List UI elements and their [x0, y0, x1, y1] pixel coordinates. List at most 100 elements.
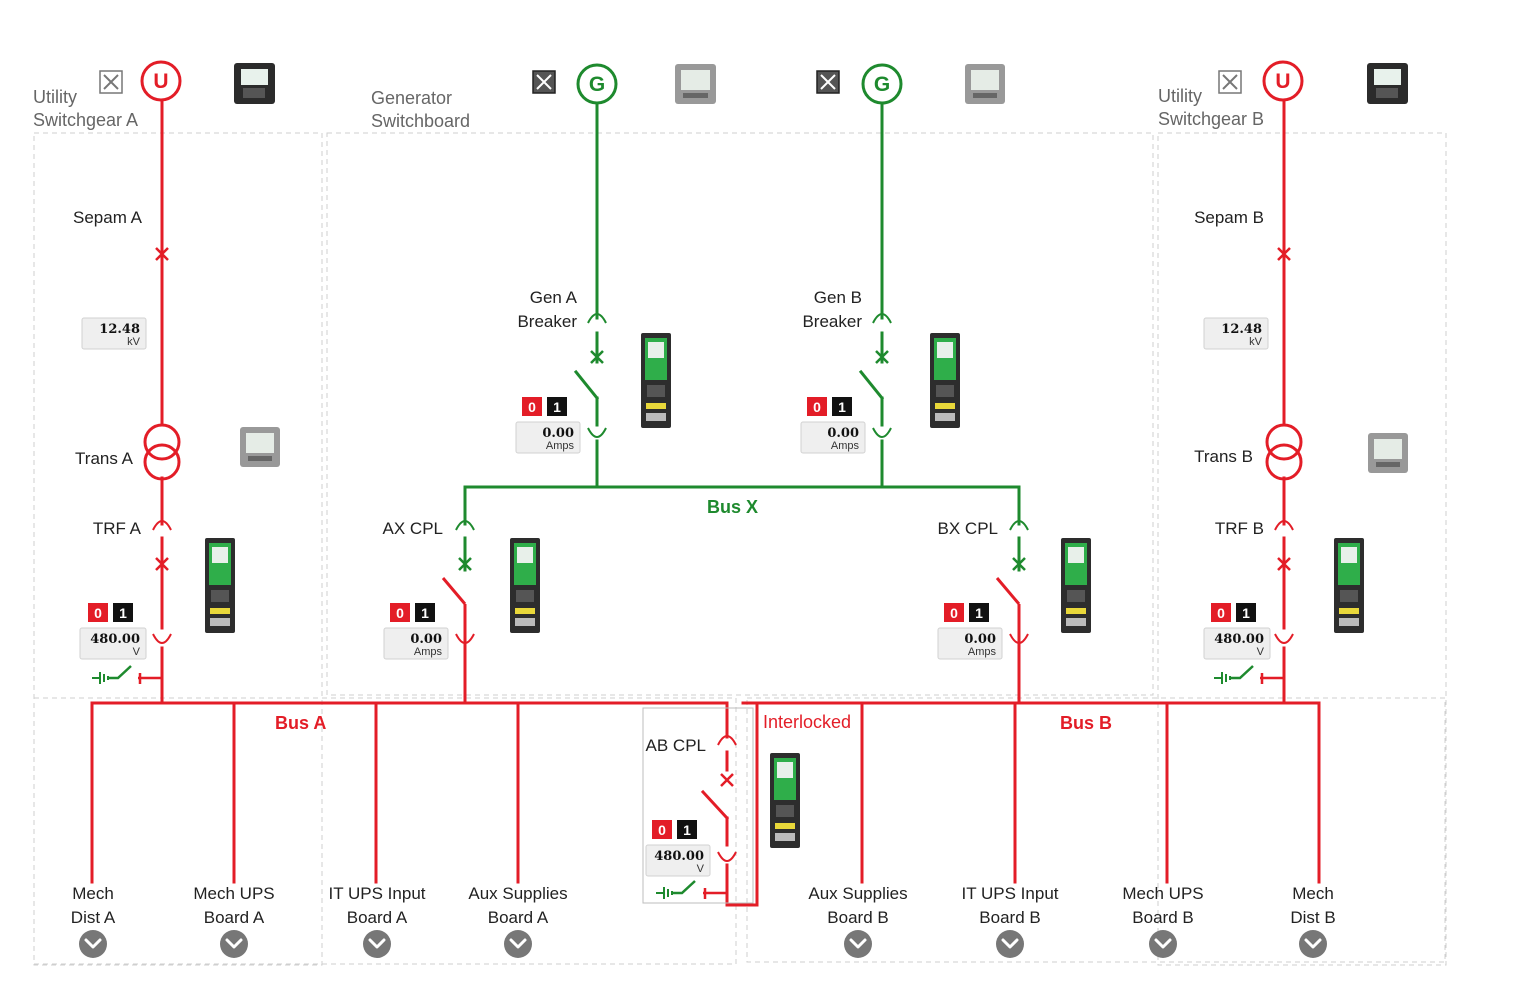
feeder-mech-ups-b: Mech UPS Board B	[1122, 884, 1204, 958]
utility-switchgear-a-subtitle: Switchgear A	[33, 110, 138, 130]
utility-b-source[interactable]: U	[1262, 60, 1304, 102]
reading-value: 480.00	[654, 849, 704, 864]
transformer-a[interactable]	[143, 423, 181, 481]
ax-cpl-state-open[interactable]: 0	[396, 605, 404, 621]
trf-a-state-open[interactable]: 0	[94, 605, 102, 621]
utility-a-source[interactable]: U	[140, 60, 182, 102]
feeder-label-line1: Mech UPS	[1122, 884, 1203, 903]
ax-cpl-state-closed[interactable]: 1	[421, 605, 429, 621]
utility-switchgear-b-subtitle: Switchgear B	[1158, 109, 1264, 129]
power-meter-icon[interactable]	[1368, 433, 1408, 473]
feeder-label-line2: Board B	[1132, 908, 1193, 927]
trans-b-label: Trans B	[1194, 447, 1253, 466]
feeder-label-line1: IT UPS Input	[961, 884, 1058, 903]
generator-source-icon	[576, 63, 618, 105]
ab-cpl-state-closed[interactable]: 1	[683, 822, 691, 838]
trf-a-relay-icon[interactable]	[205, 538, 235, 633]
trf-b-v-readout: 480.00V	[1203, 627, 1271, 660]
trf-b-label: TRF B	[1215, 519, 1264, 538]
bx-cpl-state-open[interactable]: 0	[950, 605, 958, 621]
earth-switch-icon	[656, 880, 727, 899]
bx-cpl-state-closed[interactable]: 1	[975, 605, 983, 621]
gen-b-state-closed[interactable]: 1	[838, 399, 846, 415]
chevron-down-icon[interactable]	[1299, 930, 1327, 958]
power-meter-icon[interactable]	[675, 64, 716, 104]
generator-switchboard-region	[326, 132, 1154, 696]
utility-switchgear-a-region	[33, 132, 323, 966]
reading-value: 0.00	[410, 632, 442, 647]
gen-b-relay-icon[interactable]	[930, 333, 960, 428]
bx-cpl-label: BX CPL	[938, 519, 998, 538]
reading-unit: kV	[1249, 336, 1263, 348]
gen-a-state-open[interactable]: 0	[528, 399, 536, 415]
ax-cpl-label: AX CPL	[383, 519, 443, 538]
bus-b-label: Bus B	[1060, 713, 1112, 733]
reading-value: 12.48	[99, 322, 140, 337]
power-meter-icon[interactable]	[1367, 63, 1408, 104]
transformer-b[interactable]	[1265, 423, 1303, 481]
reading-unit: V	[1257, 646, 1265, 658]
bx-cpl-relay-icon[interactable]	[1061, 538, 1091, 633]
utility-source-icon	[1262, 60, 1304, 102]
gen-a-relay-icon[interactable]	[641, 333, 671, 428]
fan-icon	[1218, 70, 1242, 94]
generator-b-source[interactable]: G	[861, 63, 903, 105]
sepam-b-breaker-icon	[1277, 247, 1291, 261]
gen-b-breaker-label-1: Gen B	[814, 288, 862, 307]
generator-a-source-letter: G	[589, 73, 605, 96]
chevron-down-icon[interactable]	[504, 930, 532, 958]
power-meter-icon[interactable]	[234, 63, 275, 104]
chevron-down-icon[interactable]	[79, 930, 107, 958]
gen-a-breaker-label-2: Breaker	[517, 312, 577, 331]
reading-value: 0.00	[542, 426, 574, 441]
feeder-label-line1: Mech	[1292, 884, 1334, 903]
chevron-down-icon[interactable]	[1149, 930, 1177, 958]
earth-switch-icon	[1214, 665, 1284, 684]
gen-a-breaker-label-1: Gen A	[530, 288, 578, 307]
ab-cpl-panel	[642, 707, 754, 904]
reading-value: 480.00	[1214, 632, 1264, 647]
trf-b-state-open[interactable]: 0	[1217, 605, 1225, 621]
power-meter-icon[interactable]	[240, 427, 280, 467]
reading-unit: Amps	[968, 646, 997, 658]
sepam-b-label: Sepam B	[1194, 208, 1264, 227]
gen-b-breaker-label-2: Breaker	[802, 312, 862, 331]
feeder-b-region	[746, 697, 1446, 963]
power-meter-icon[interactable]	[965, 64, 1005, 104]
chevron-down-icon[interactable]	[220, 930, 248, 958]
chevron-down-icon[interactable]	[996, 930, 1024, 958]
feeder-label-line2: Board B	[979, 908, 1040, 927]
chevron-down-icon[interactable]	[363, 930, 391, 958]
reading-value: 480.00	[90, 632, 140, 647]
reading-unit: V	[697, 863, 705, 875]
ab-cpl-relay-icon[interactable]	[770, 753, 800, 848]
ax-cpl-relay-icon[interactable]	[510, 538, 540, 633]
chevron-down-icon[interactable]	[844, 930, 872, 958]
trf-b-state-closed[interactable]: 1	[1242, 605, 1250, 621]
gen-b-state-open[interactable]: 0	[813, 399, 821, 415]
fan-icon	[99, 70, 123, 94]
trf-b-relay-icon[interactable]	[1334, 538, 1364, 633]
ax-cpl-breaker-icon	[458, 557, 472, 571]
generator-switchboard-subtitle: Switchboard	[371, 111, 470, 131]
generator-a-source[interactable]: G	[576, 63, 618, 105]
trf-a-state-closed[interactable]: 1	[119, 605, 127, 621]
ab-cpl-state-open[interactable]: 0	[658, 822, 666, 838]
ab-cpl-label: AB CPL	[646, 736, 706, 755]
reading-unit: Amps	[546, 440, 575, 452]
generator-source-icon	[861, 63, 903, 105]
ab-v-readout: 480.00V	[645, 844, 711, 877]
sepam-a-label: Sepam A	[73, 208, 143, 227]
gen-a-state-closed[interactable]: 1	[553, 399, 561, 415]
feeder-label-line2: Dist B	[1290, 908, 1335, 927]
